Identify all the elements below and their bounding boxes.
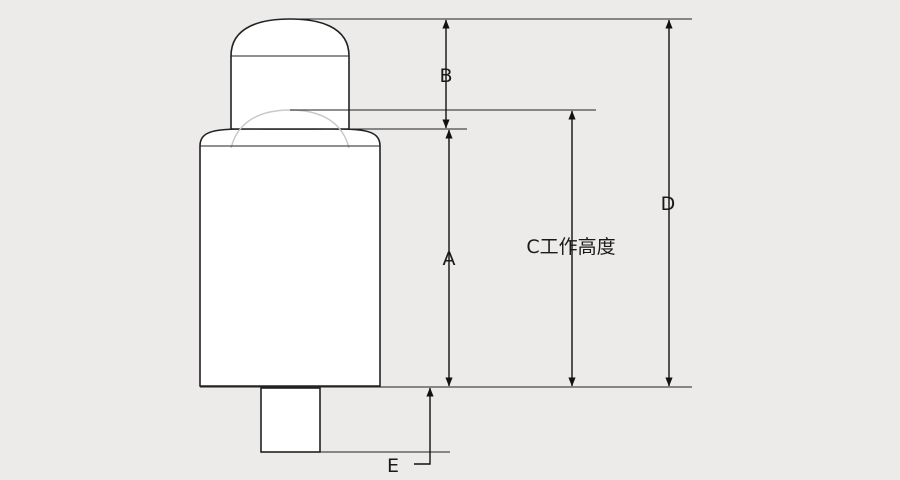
barrel-body	[199, 128, 381, 387]
dimension-d-label: D	[661, 193, 676, 215]
tail-pin	[260, 387, 321, 453]
dimension-b-label: B	[439, 65, 452, 87]
dimension-e-label: E	[387, 455, 399, 477]
dimension-a-label: A	[443, 248, 456, 270]
dimension-c-label: C工作高度	[526, 236, 615, 258]
plunger-head	[230, 18, 350, 130]
dimension-e-leader	[414, 451, 431, 465]
